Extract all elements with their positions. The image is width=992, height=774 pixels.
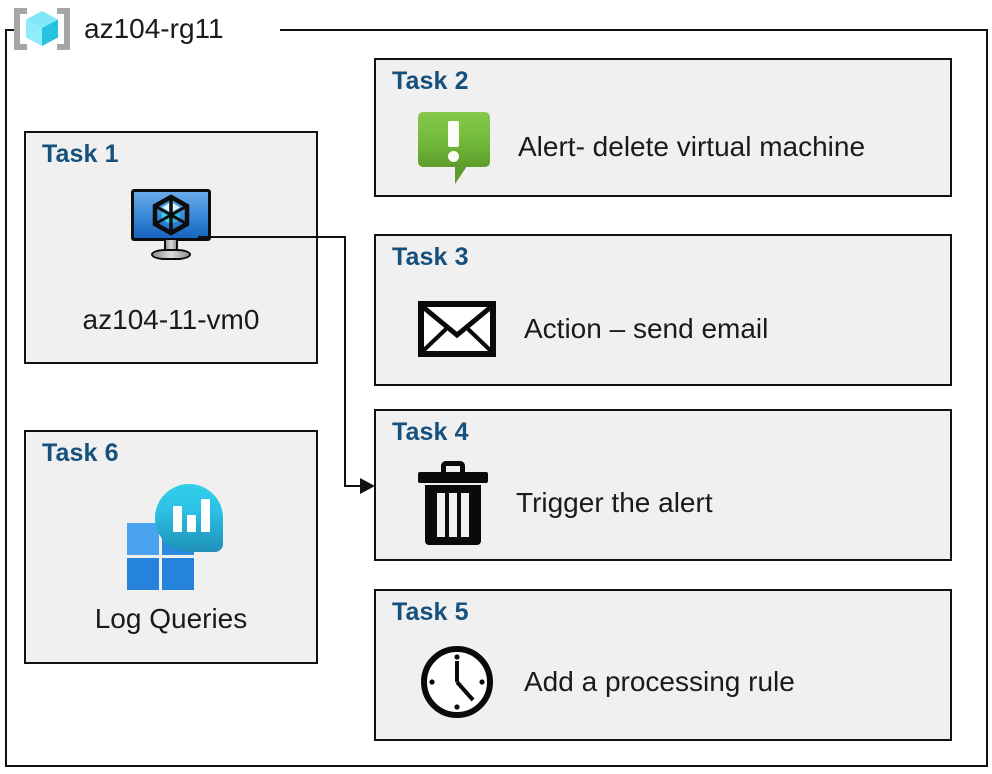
task6-label: Log Queries xyxy=(94,603,248,634)
connector-segment-vertical xyxy=(344,236,346,487)
trash-lid xyxy=(418,472,488,483)
task2-title: Task 2 xyxy=(392,67,469,95)
task5-title: Task 5 xyxy=(392,598,469,626)
monitor-screen xyxy=(131,189,211,241)
task3-title: Task 3 xyxy=(392,243,469,271)
task1-label: az104-11-vm0 xyxy=(82,304,260,335)
connector-segment-horizontal-bottom xyxy=(344,485,368,487)
trash-body xyxy=(425,485,481,545)
task1-icon-wrap xyxy=(26,189,316,261)
task5-label: Add a processing rule xyxy=(524,665,795,697)
task5-icon-wrap xyxy=(418,643,496,721)
task4-label: Trigger the alert xyxy=(516,486,713,518)
connector-segment-horizontal-top xyxy=(198,236,346,238)
log-analytics-icon xyxy=(119,484,223,590)
resource-group-border-top-right xyxy=(280,29,988,31)
trash-handle xyxy=(441,461,465,474)
task6-icon-wrap xyxy=(26,484,316,590)
resource-group-boundary xyxy=(5,30,988,767)
task4-card[interactable]: Task 4 Trigger the alert xyxy=(374,409,952,561)
connector-arrowhead-icon xyxy=(360,478,375,494)
resource-group-cube-icon xyxy=(14,6,70,52)
exclamation-bar xyxy=(448,121,459,147)
task4-title: Task 4 xyxy=(392,418,469,446)
chart-bar-3 xyxy=(201,499,210,532)
envelope-icon xyxy=(418,301,496,357)
chart-bar-2 xyxy=(187,515,196,532)
resource-group-border-top-left xyxy=(5,29,19,31)
task5-card[interactable]: Task 5 Add a processing rule xyxy=(374,589,952,741)
task3-icon-wrap xyxy=(418,301,496,357)
task4-icon-wrap xyxy=(418,461,488,545)
alert-callout-icon xyxy=(418,108,490,186)
chart-bar-1 xyxy=(173,506,182,532)
trash-slot-3 xyxy=(461,493,469,537)
virtual-machine-icon xyxy=(127,189,215,261)
tile-square-top-left xyxy=(127,523,159,555)
trash-delete-icon xyxy=(418,461,488,545)
tile-square-bottom-left xyxy=(127,558,159,590)
resource-group-name: az104-rg11 xyxy=(84,13,224,44)
task2-icon-wrap xyxy=(418,108,490,186)
tile-square-bottom-right xyxy=(162,558,194,590)
task6-card[interactable]: Task 6 Log Queries xyxy=(24,430,318,664)
task2-label: Alert- delete virtual machine xyxy=(518,130,866,162)
task3-label: Action – send email xyxy=(524,312,769,344)
bracket-right-decoration xyxy=(57,8,70,50)
task3-card[interactable]: Task 3 Action – send email xyxy=(374,234,952,386)
bracket-left-decoration xyxy=(14,8,27,50)
exclamation-dot xyxy=(448,151,459,162)
task1-card[interactable]: Task 1 az104-11-vm0 xyxy=(24,131,318,364)
monitor-base xyxy=(151,249,191,260)
callout-tail xyxy=(455,166,467,184)
clock-icon xyxy=(418,643,496,721)
trash-slot-2 xyxy=(449,493,457,537)
trash-slot-1 xyxy=(437,493,445,537)
task6-title: Task 6 xyxy=(42,439,119,467)
task1-title: Task 1 xyxy=(42,140,119,168)
task2-card[interactable]: Task 2 Alert- delete virtual machine xyxy=(374,58,952,197)
resource-group-header: az104-rg11 xyxy=(14,4,224,54)
